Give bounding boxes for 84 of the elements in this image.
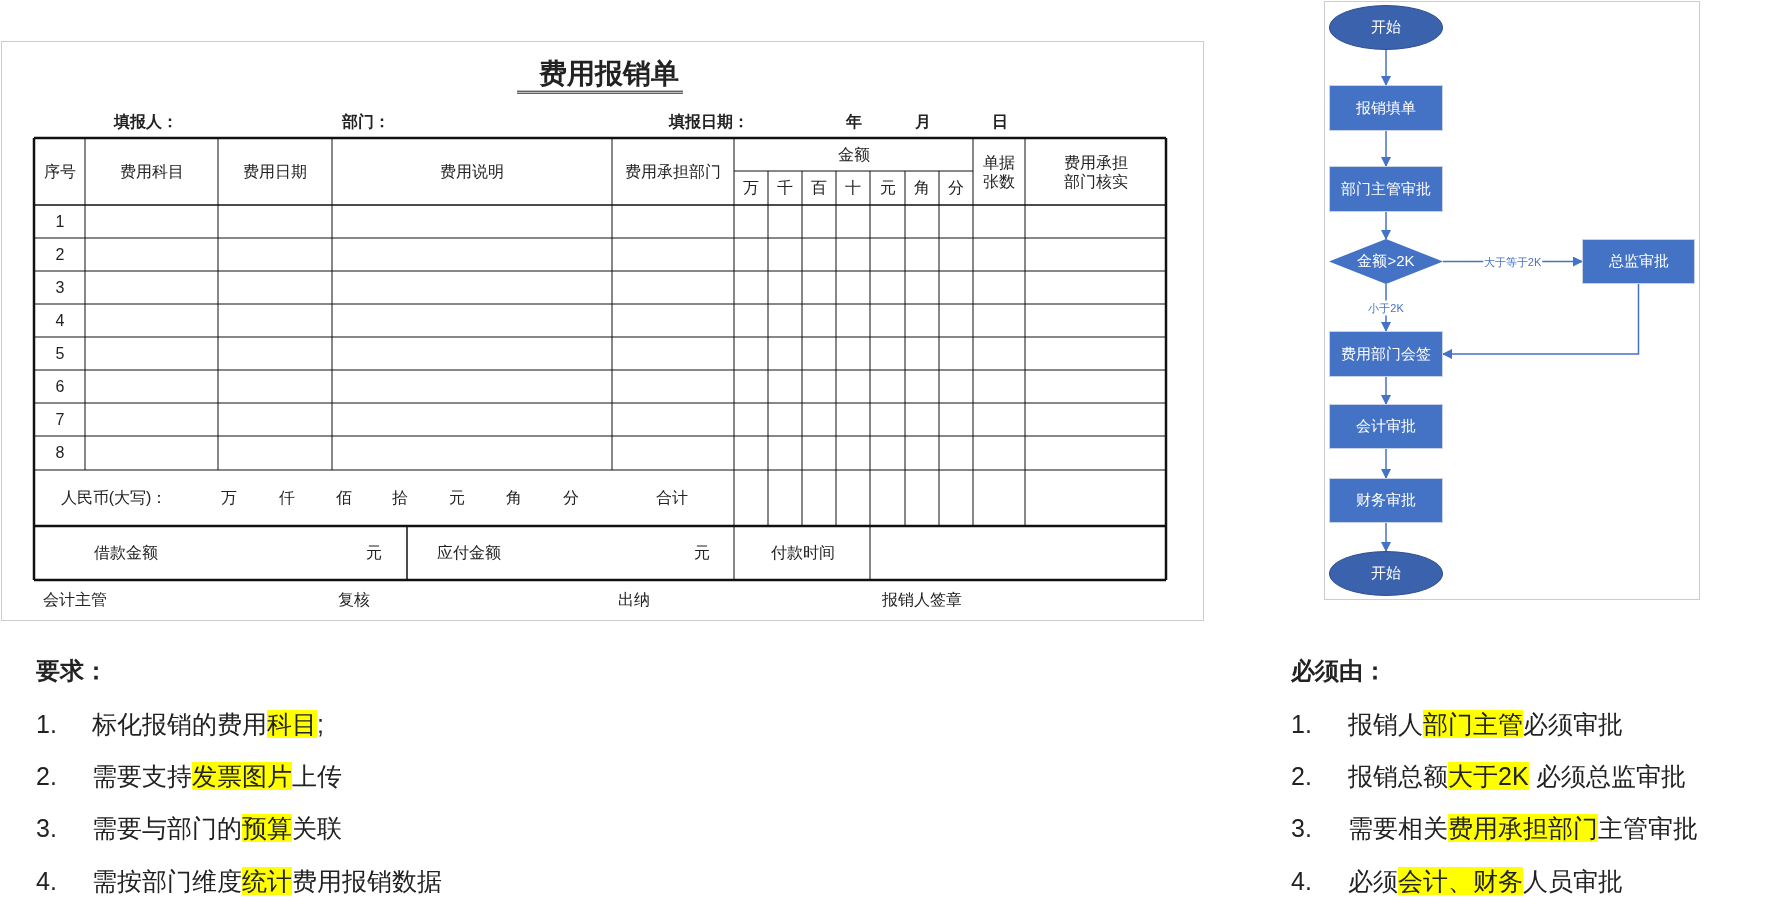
edge-label: 大于等于2K: [1482, 254, 1543, 269]
row-number: 1: [55, 211, 65, 232]
arrow: [1442, 283, 1640, 359]
signature-label: 出纳: [618, 590, 650, 610]
terminal-node: 开始: [1329, 551, 1443, 596]
section-heading: 必须由：: [1291, 656, 1387, 686]
column-header: 费用承担部门: [625, 161, 721, 182]
terminal-node: 开始: [1329, 5, 1443, 50]
list-item: 报销总额大于2K 必须总监审批: [1348, 761, 1686, 791]
column-header: 万: [743, 178, 759, 198]
row-number: 2: [55, 244, 65, 265]
list-item: 需按部门维度统计费用报销数据: [92, 866, 442, 896]
list-number: 4.: [1291, 866, 1312, 896]
list-item: 报销人部门主管必须审批: [1348, 709, 1623, 739]
list-item: 需要与部门的预算关联: [92, 813, 342, 843]
process-box: 总监审批: [1582, 239, 1695, 284]
arrow: [1381, 448, 1391, 479]
column-header: 分: [948, 178, 964, 198]
form-text: 人民币(大写)：: [60, 488, 168, 508]
row-number: 3: [55, 277, 65, 298]
list-number: 2.: [36, 761, 57, 791]
list-number: 4.: [36, 866, 57, 896]
field-label: 日: [992, 112, 1008, 132]
list-number: 1.: [36, 709, 57, 739]
arrow: [1381, 376, 1391, 405]
list-item: 需要支持发票图片上传: [92, 761, 342, 791]
list-item: 必须会计、财务人员审批: [1348, 866, 1623, 896]
column-header: 角: [914, 178, 930, 198]
column-header: 序号: [43, 161, 76, 182]
list-number: 3.: [1291, 813, 1312, 843]
list-item: 标化报销的费用科目;: [92, 709, 324, 739]
edge-label: 小于2K: [1367, 300, 1405, 315]
form-text: 元: [694, 543, 710, 563]
form-text: 拾: [392, 488, 408, 508]
column-header: 费用日期: [243, 161, 307, 182]
column-header: 十: [845, 178, 861, 198]
signature-label: 复核: [338, 590, 370, 610]
list-number: 3.: [36, 813, 57, 843]
arrow: [1381, 211, 1391, 240]
list-number: 1.: [1291, 709, 1312, 739]
process-box: 部门主管审批: [1329, 166, 1443, 212]
column-header: 金额: [837, 144, 870, 165]
list-number: 2.: [1291, 761, 1312, 791]
form-text: 元: [366, 543, 382, 563]
form-text: 付款时间: [771, 543, 835, 563]
field-label: 填报人：: [114, 112, 178, 132]
form-text: 借款金额: [94, 543, 158, 563]
row-number: 5: [55, 343, 65, 364]
form-title: 费用报销单: [517, 56, 683, 94]
column-header: 单据张数: [982, 152, 1016, 191]
signature-label: 报销人签章: [882, 590, 962, 610]
column-header: 元: [879, 178, 896, 198]
column-header: 百: [811, 178, 827, 198]
field-label: 填报日期：: [669, 112, 749, 132]
arrow: [1381, 522, 1391, 552]
row-number: 7: [55, 409, 65, 430]
decision-diamond: 金额>2K: [1329, 239, 1443, 284]
process-box: 报销填单: [1329, 85, 1443, 131]
list-item: 需要相关费用承担部门主管审批: [1348, 813, 1698, 843]
section-heading: 要求：: [36, 656, 108, 686]
form-text: 分: [563, 488, 579, 508]
field-label: 月: [915, 112, 931, 132]
form-text: 角: [506, 488, 522, 508]
process-box: 费用部门会签: [1329, 331, 1443, 377]
column-header: 费用科目: [119, 161, 184, 182]
column-header: 千: [777, 178, 793, 198]
form-text: 合计: [656, 488, 688, 508]
form-text: 应付金额: [437, 543, 501, 563]
arrow: [1381, 130, 1391, 167]
form-text: 仟: [279, 488, 295, 508]
field-label: 部门：: [342, 112, 390, 132]
column-header: 费用承担部门核实: [1062, 152, 1129, 191]
process-box: 财务审批: [1329, 478, 1443, 523]
form-text: 佰: [336, 488, 352, 508]
row-number: 4: [55, 310, 65, 331]
arrow: [1381, 49, 1391, 86]
process-box: 会计审批: [1329, 404, 1443, 449]
row-number: 8: [55, 443, 65, 463]
form-text: 元: [449, 488, 465, 508]
field-label: 年: [846, 112, 862, 132]
form-text: 万: [221, 488, 237, 508]
signature-label: 会计主管: [43, 590, 107, 610]
column-header: 费用说明: [440, 161, 504, 182]
row-number: 6: [55, 376, 65, 397]
